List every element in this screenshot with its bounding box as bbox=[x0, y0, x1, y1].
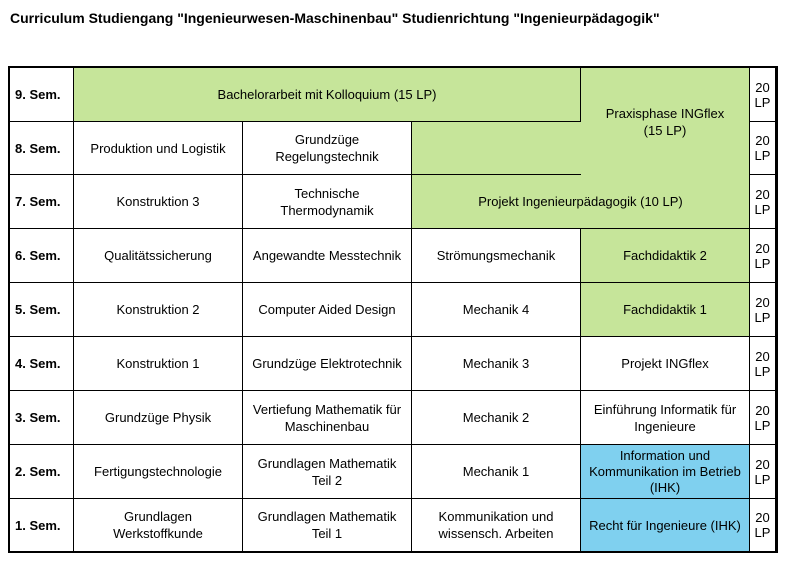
lp-label: 20 LP bbox=[750, 122, 776, 175]
semester-label: 4. Sem. bbox=[10, 337, 74, 391]
module-projekt-ingenieurpaedagogik: Projekt Ingenieurpädagogik (10 LP) bbox=[412, 175, 750, 229]
module-cell: Mechanik 3 bbox=[412, 337, 581, 391]
module-cell: Konstruktion 3 bbox=[74, 175, 243, 229]
module-empty-green bbox=[412, 122, 581, 175]
module-praxisphase: Praxisphase INGflex (15 LP) bbox=[581, 68, 750, 175]
lp-label: 20 LP bbox=[750, 68, 776, 122]
semester-label: 8. Sem. bbox=[10, 122, 74, 175]
module-cell: Einführung Informatik für Ingenieure bbox=[581, 391, 750, 445]
semester-label: 6. Sem. bbox=[10, 229, 74, 283]
lp-label: 20 LP bbox=[750, 229, 776, 283]
module-cell: Grundzüge Physik bbox=[74, 391, 243, 445]
module-cell: Kommunikation und wissensch. Arbeiten bbox=[412, 499, 581, 551]
lp-label: 20 LP bbox=[750, 283, 776, 337]
semester-label: 7. Sem. bbox=[10, 175, 74, 229]
module-cell: Qualitätssicherung bbox=[74, 229, 243, 283]
module-cell: Mechanik 4 bbox=[412, 283, 581, 337]
semester-label: 3. Sem. bbox=[10, 391, 74, 445]
module-bachelorarbeit: Bachelorarbeit mit Kolloquium (15 LP) bbox=[74, 68, 581, 122]
lp-label: 20 LP bbox=[750, 391, 776, 445]
module-cell: Grundzüge Regelungstechnik bbox=[243, 122, 412, 175]
semester-label: 5. Sem. bbox=[10, 283, 74, 337]
semester-label: 2. Sem. bbox=[10, 445, 74, 499]
lp-label: 20 LP bbox=[750, 337, 776, 391]
module-cell: Grundzüge Elektrotechnik bbox=[243, 337, 412, 391]
module-fachdidaktik-2: Fachdidaktik 2 bbox=[581, 229, 750, 283]
semester-label: 1. Sem. bbox=[10, 499, 74, 551]
module-cell: Fertigungstechnologie bbox=[74, 445, 243, 499]
module-cell: Computer Aided Design bbox=[243, 283, 412, 337]
lp-label: 20 LP bbox=[750, 445, 776, 499]
module-fachdidaktik-1: Fachdidaktik 1 bbox=[581, 283, 750, 337]
module-cell: Mechanik 1 bbox=[412, 445, 581, 499]
semester-label: 9. Sem. bbox=[10, 68, 74, 122]
module-cell: Grundlagen Werkstoffkunde bbox=[74, 499, 243, 551]
module-cell: Grundlagen Mathematik Teil 1 bbox=[243, 499, 412, 551]
module-cell: Konstruktion 2 bbox=[74, 283, 243, 337]
module-cell: Strömungsmechanik bbox=[412, 229, 581, 283]
curriculum-table: 9. Sem. Bachelorarbeit mit Kolloquium (1… bbox=[8, 66, 778, 553]
module-cell: Mechanik 2 bbox=[412, 391, 581, 445]
page-title: Curriculum Studiengang "Ingenieurwesen-M… bbox=[10, 10, 660, 26]
module-cell: Grundlagen Mathematik Teil 2 bbox=[243, 445, 412, 499]
module-cell: Konstruktion 1 bbox=[74, 337, 243, 391]
lp-label: 20 LP bbox=[750, 175, 776, 229]
module-cell: Projekt INGflex bbox=[581, 337, 750, 391]
module-cell: Vertiefung Mathematik für Maschinenbau bbox=[243, 391, 412, 445]
module-cell: Angewandte Messtechnik bbox=[243, 229, 412, 283]
lp-label: 20 LP bbox=[750, 499, 776, 551]
module-ihk-recht: Recht für Ingenieure (IHK) bbox=[581, 499, 750, 551]
module-cell: Produktion und Logistik bbox=[74, 122, 243, 175]
module-cell: Technische Thermodynamik bbox=[243, 175, 412, 229]
module-ihk-information: Information und Kommunikation im Betrieb… bbox=[581, 445, 750, 499]
